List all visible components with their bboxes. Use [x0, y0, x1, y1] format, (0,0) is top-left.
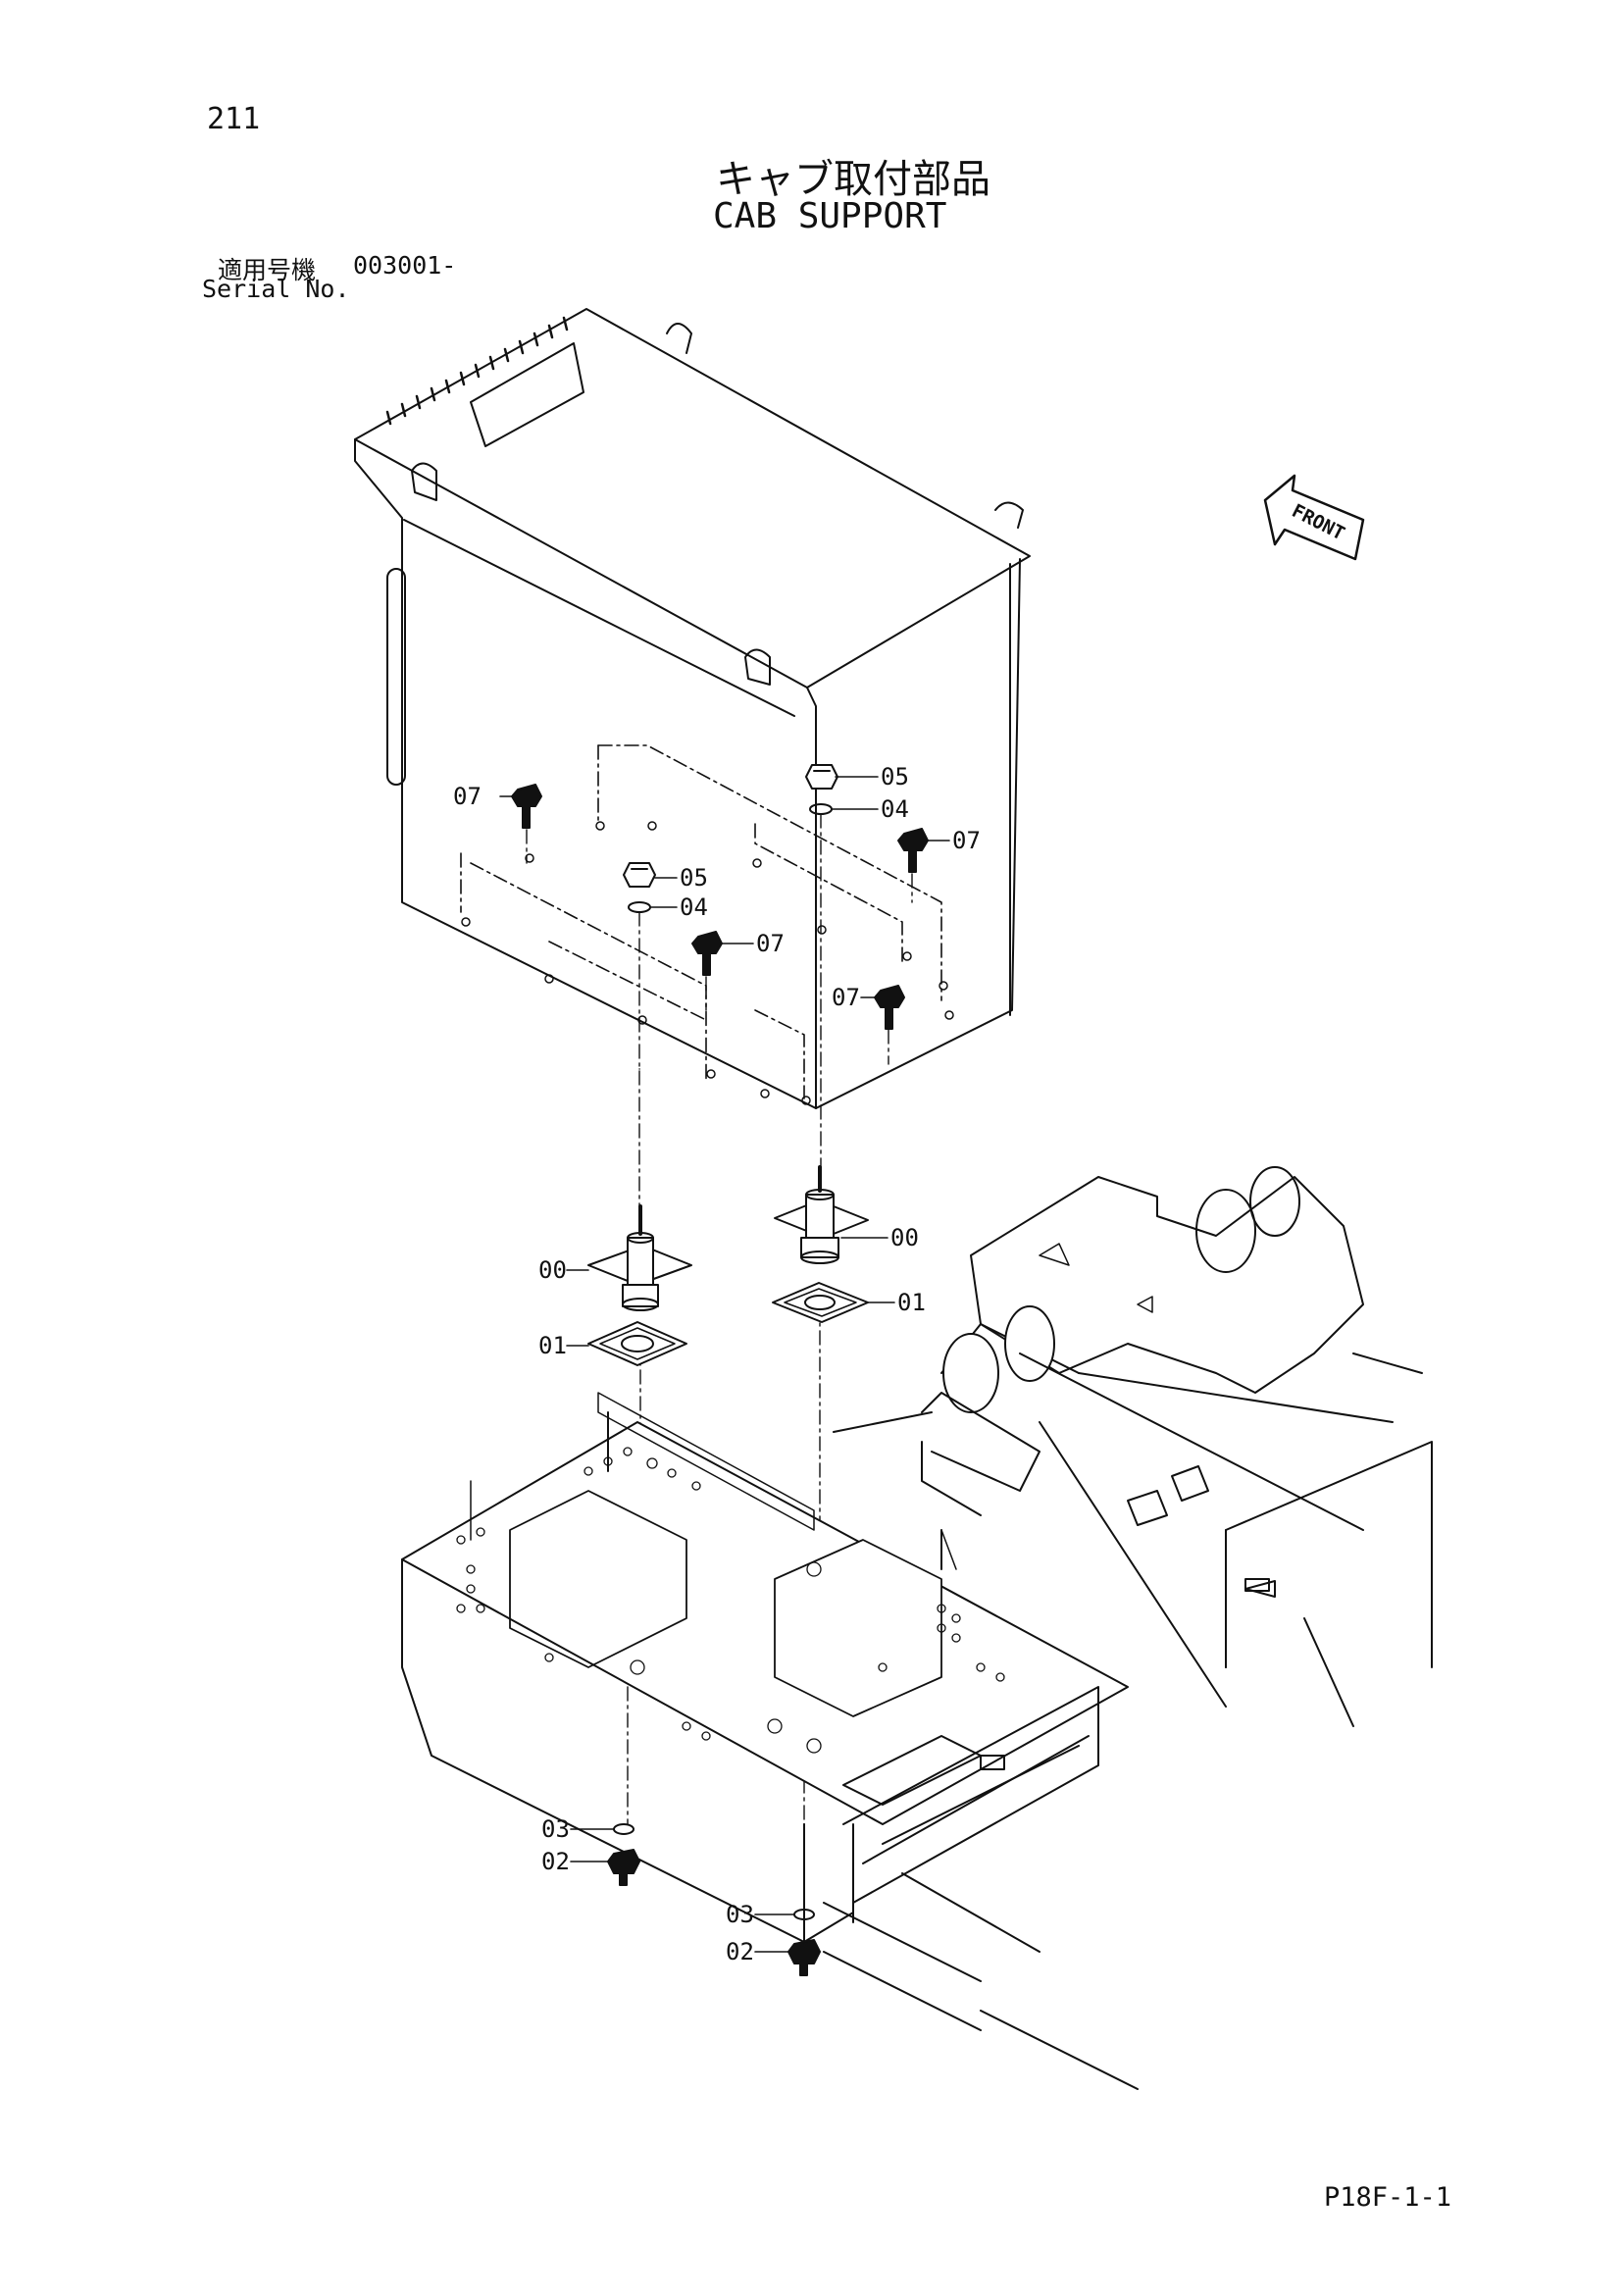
page-number: 211 [207, 102, 261, 136]
callout-02-left: 02 [541, 1848, 570, 1875]
washer-04-right [809, 803, 833, 815]
title-japanese: キャブ取付部品 [716, 157, 990, 202]
callout-07-lower-right: 07 [832, 984, 860, 1011]
bolt-07-mid [691, 931, 723, 976]
title-english: CAB SUPPORT [713, 196, 947, 236]
callout-07-upper-right: 07 [952, 827, 981, 854]
callout-02-right: 02 [726, 1938, 754, 1965]
bolt-02-right [787, 1939, 821, 1976]
nut-05-right [805, 764, 838, 790]
boom-bracket [833, 1166, 1433, 1708]
plate-01-right [772, 1282, 869, 1323]
bolt-02-left [607, 1849, 640, 1886]
callout-05-right: 05 [881, 763, 909, 791]
serial-label-japanese: 適用号機 [218, 256, 317, 284]
footer-code: P18F-1-1 [1324, 2182, 1452, 2213]
washer-03-left [613, 1823, 634, 1835]
callout-03-left: 03 [541, 1815, 570, 1843]
callout-01-right: 01 [897, 1289, 926, 1316]
callout-00-right: 00 [890, 1224, 919, 1251]
bolt-07-upper-right [897, 828, 929, 873]
callout-04-left: 04 [680, 893, 708, 921]
serial-label-english: Serial No. [202, 275, 350, 303]
bolt-07-lower-right [874, 985, 905, 1030]
front-arrow-icon [1263, 474, 1365, 561]
washer-04-left [628, 901, 651, 913]
plate-01-left [587, 1321, 687, 1366]
callout-07-mid: 07 [756, 930, 785, 957]
callout-04-right: 04 [881, 795, 909, 823]
mount-00-left [587, 1204, 692, 1311]
callout-00-left: 00 [538, 1256, 567, 1284]
nut-05-left [623, 862, 656, 888]
callout-03-right: 03 [726, 1901, 754, 1928]
swing-frame [401, 1392, 1139, 2090]
bolt-07-upper-left [511, 784, 542, 829]
cab-body [354, 308, 1031, 1109]
callout-07-upper-left: 07 [453, 783, 482, 810]
callout-01-left: 01 [538, 1332, 567, 1359]
serial-value: 003001- [353, 251, 457, 280]
callout-05-left: 05 [680, 864, 708, 892]
mount-00-right [774, 1165, 869, 1264]
